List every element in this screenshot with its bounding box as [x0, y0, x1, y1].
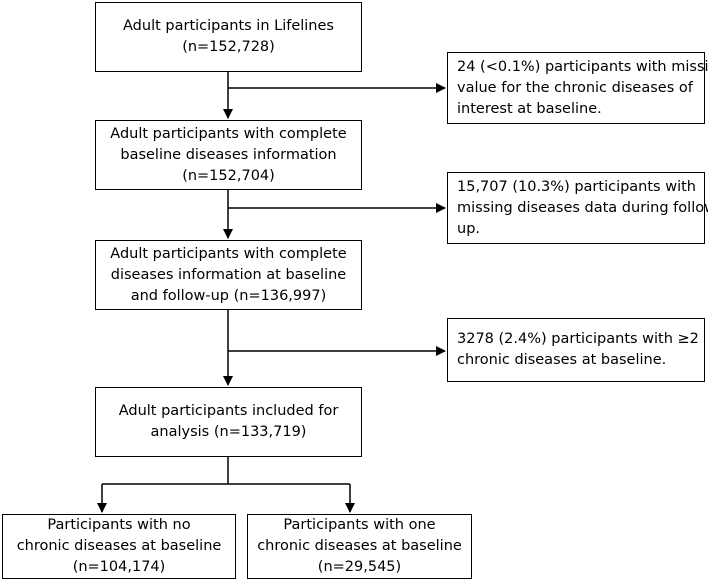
- step-complete-baseline-line-3: (n=152,704): [182, 167, 275, 184]
- step-complete-baseline-line-2: baseline diseases information: [120, 146, 337, 163]
- exclusion-missing-followup-line-3: up.: [457, 220, 481, 237]
- step-all-participants-line-2: (n=152,728): [182, 39, 275, 55]
- exclusion-missing-baseline-line-2: value for the chronic diseases of: [457, 79, 693, 96]
- exclusion-missing-followup-line-2: missing diseases data during follow-: [457, 199, 708, 216]
- group-no-chronic-box: Participants with no chronic diseases at…: [2, 514, 236, 579]
- step-all-participants-box: Adult participants in Lifelines (n=152,7…: [95, 2, 362, 72]
- exclusion-missing-baseline-box: 24 (<0.1%) participants with missing val…: [447, 52, 708, 124]
- step-analysis-box: Adult participants included for analysis…: [95, 387, 362, 457]
- step-analysis-line-1: Adult participants included for: [118, 403, 339, 419]
- exclusion-missing-baseline-line-1: 24 (<0.1%) participants with missing: [457, 58, 708, 75]
- exclusion-multimorbidity-box: 3278 (2.4%) participants with ≥2 chronic…: [447, 318, 705, 382]
- exclusion-missing-followup-box: 15,707 (10.3%) participants with missing…: [447, 172, 708, 244]
- exclusion-multimorbidity-line-1: 3278 (2.4%) participants with ≥2: [457, 331, 699, 347]
- step-complete-followup-line-2: diseases information at baseline: [110, 266, 347, 283]
- step-complete-followup-line-3: and follow-up (n=136,997): [130, 287, 327, 304]
- group-one-chronic-line-1: Participants with one: [283, 517, 436, 533]
- group-no-chronic-line-1: Participants with no: [47, 517, 191, 533]
- step-complete-baseline-box: Adult participants with complete baselin…: [95, 120, 362, 190]
- step-complete-followup-line-1: Adult participants with complete: [110, 245, 347, 262]
- group-no-chronic-line-3: (n=104,174): [72, 559, 166, 575]
- group-no-chronic-line-2: chronic diseases at baseline: [16, 538, 222, 554]
- group-one-chronic-line-3: (n=29,545): [317, 559, 402, 575]
- step-analysis-line-2: analysis (n=133,719): [150, 424, 307, 440]
- exclusion-missing-baseline-line-3: interest at baseline.: [457, 100, 602, 117]
- step-complete-baseline-line-1: Adult participants with complete: [110, 125, 347, 142]
- step-complete-followup-box: Adult participants with complete disease…: [95, 240, 362, 310]
- group-one-chronic-line-2: chronic diseases at baseline: [257, 538, 462, 554]
- exclusion-missing-followup-line-1: 15,707 (10.3%) participants with: [457, 178, 696, 195]
- group-one-chronic-box: Participants with one chronic diseases a…: [247, 514, 472, 579]
- exclusion-multimorbidity-line-2: chronic diseases at baseline.: [457, 352, 667, 368]
- step-all-participants-line-1: Adult participants in Lifelines: [123, 18, 334, 34]
